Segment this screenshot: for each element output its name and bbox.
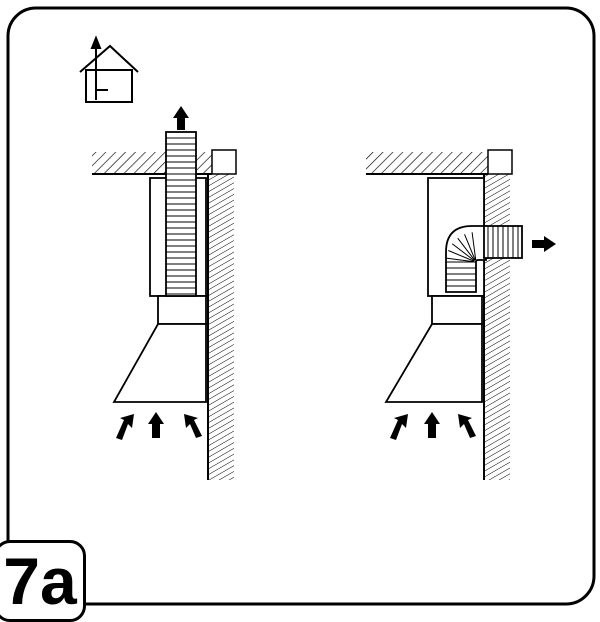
left-hood [112, 323, 207, 403]
right-wall [483, 174, 510, 480]
intake-arrow-icon [116, 414, 134, 440]
right-hood [384, 323, 483, 403]
intake-arrow-icon [148, 412, 164, 438]
duct-rib [446, 257, 475, 263]
outer-frame [6, 6, 596, 606]
right-corner-box [487, 149, 513, 175]
intake-arrow-icon [424, 412, 440, 438]
duct-rib [451, 243, 475, 262]
duct-rib [471, 232, 477, 261]
intake-arrow-icon [184, 414, 202, 438]
right-chimney-lower [431, 295, 483, 325]
figure-label: 7a [0, 540, 86, 622]
intake-arrow-icon [458, 414, 476, 438]
exhaust-arrow-icon [173, 106, 189, 130]
left-wall [207, 174, 234, 480]
right-intake-arrows [390, 412, 476, 440]
exhaust-arrow-icon [532, 236, 556, 252]
right-ceiling [366, 152, 488, 175]
left-corner-box [211, 149, 237, 175]
left-flex-duct [165, 131, 197, 297]
intake-arrow-icon [390, 414, 408, 440]
right-elbow-duct [445, 225, 523, 293]
duct-rib [457, 237, 476, 261]
left-chimney-lower [157, 295, 207, 325]
right-installation [366, 149, 556, 480]
house-ventilation-icon [79, 35, 139, 103]
left-intake-arrows [116, 412, 202, 440]
duct-rib [464, 234, 476, 261]
left-installation [92, 106, 237, 480]
duct-rib [448, 250, 475, 262]
